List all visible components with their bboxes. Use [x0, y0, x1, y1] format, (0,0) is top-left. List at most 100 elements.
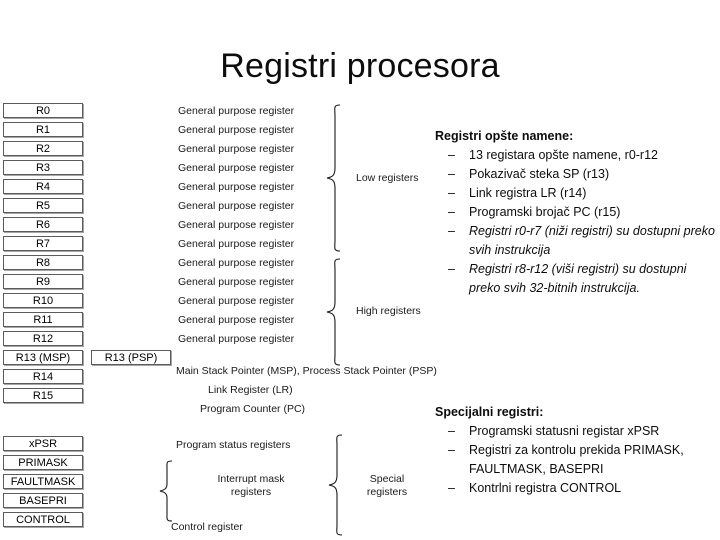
register-box-r7[interactable]: R7 [3, 236, 83, 251]
register-box-primask[interactable]: PRIMASK [3, 455, 83, 470]
register-box-r12[interactable]: R12 [3, 331, 83, 346]
register-box-column: R0 R1 R2 R3 R4 R5 R6 R7 R8 R9 R10 R11 R1… [3, 103, 183, 407]
bullet-dash-icon: – [448, 186, 455, 200]
register-box-r8[interactable]: R8 [3, 255, 83, 270]
program-status-registers-label: Program status registers [176, 439, 291, 451]
interrupt-mask-brace-icon [159, 460, 173, 522]
bullet-dash-icon: – [448, 148, 455, 162]
general-notes-item: – Pokazivač steka SP (r13) [420, 165, 720, 184]
register-box-r2[interactable]: R2 [3, 141, 83, 156]
general-notes-item-text: Pokazivač steka SP (r13) [469, 167, 610, 181]
register-row: R15 [3, 388, 183, 407]
register-row: FAULTMASK [3, 474, 183, 493]
bullet-dash-icon: – [448, 481, 455, 495]
register-box-r15[interactable]: R15 [3, 388, 83, 403]
register-row: BASEPRI [3, 493, 183, 512]
register-row: R3 [3, 160, 183, 179]
bullet-dash-icon: – [448, 167, 455, 181]
register-box-r13-psp[interactable]: R13 (PSP) [91, 350, 171, 365]
general-notes-item: – Registri r0-r7 (niži registri) su dost… [420, 222, 720, 260]
general-notes-item-text: Link registra LR (r14) [469, 186, 587, 200]
register-box-r9[interactable]: R9 [3, 274, 83, 289]
register-box-r14[interactable]: R14 [3, 369, 83, 384]
register-box-r5[interactable]: R5 [3, 198, 83, 213]
interrupt-mask-registers-label: Interrupt mask registers [217, 473, 285, 498]
general-notes-item-text: 13 registara opšte namene, r0-r12 [469, 148, 658, 162]
high-registers-label: High registers [356, 305, 421, 317]
register-box-r1[interactable]: R1 [3, 122, 83, 137]
bullet-dash-icon: – [448, 262, 455, 276]
register-row: R7 [3, 236, 183, 255]
register-description: General purpose register [178, 276, 295, 288]
register-box-r4[interactable]: R4 [3, 179, 83, 194]
high-registers-brace-icon [326, 258, 341, 366]
register-description: General purpose register [178, 181, 295, 193]
control-register-label: Control register [171, 521, 243, 533]
page-title: Registri procesora [220, 47, 500, 85]
bullet-dash-icon: – [448, 443, 455, 457]
register-row: R2 [3, 141, 183, 160]
register-row: R8 [3, 255, 183, 274]
general-notes-item: – Programski brojač PC (r15) [420, 203, 720, 222]
register-row: R1 [3, 122, 183, 141]
general-notes-item: – Link registra LR (r14) [420, 184, 720, 203]
program-counter-description: Program Counter (PC) [200, 403, 306, 415]
register-description: General purpose register [178, 143, 295, 155]
register-description: General purpose register [178, 295, 295, 307]
register-row: CONTROL [3, 512, 183, 531]
special-notes-item-text: Programski statusni registar xPSR [469, 424, 660, 438]
special-notes-item-text: Registri za kontrolu prekida PRIMASK, FA… [469, 443, 684, 476]
register-description: General purpose register [178, 105, 295, 117]
register-description: General purpose register [178, 200, 295, 212]
register-row: R12 [3, 331, 183, 350]
register-description: General purpose register [178, 333, 295, 345]
register-box-r0[interactable]: R0 [3, 103, 83, 118]
general-notes-item-text: Registri r8-r12 (viši registri) su dostu… [469, 262, 687, 295]
register-description: General purpose register [178, 124, 295, 136]
link-register-description: Link Register (LR) [208, 384, 293, 396]
bullet-dash-icon: – [448, 205, 455, 219]
register-row: R5 [3, 198, 183, 217]
register-row: R14 [3, 369, 183, 388]
register-description: General purpose register [178, 314, 295, 326]
register-box-r11[interactable]: R11 [3, 312, 83, 327]
register-description-column: General purpose register General purpose… [178, 103, 338, 350]
register-box-r6[interactable]: R6 [3, 217, 83, 232]
register-row: xPSR [3, 436, 183, 455]
register-description: General purpose register [178, 219, 295, 231]
register-row: R9 [3, 274, 183, 293]
register-box-r10[interactable]: R10 [3, 293, 83, 308]
general-notes-item: – Registri r8-r12 (viši registri) su dos… [420, 260, 720, 298]
general-notes-heading: Registri opšte namene: [435, 129, 574, 143]
general-notes-item-text: Programski brojač PC (r15) [469, 205, 621, 219]
low-registers-label: Low registers [356, 172, 419, 184]
special-notes-item: – Registri za kontrolu prekida PRIMASK, … [420, 441, 720, 479]
register-box-basepri[interactable]: BASEPRI [3, 493, 83, 508]
register-box-faultmask[interactable]: FAULTMASK [3, 474, 83, 489]
register-box-control[interactable]: CONTROL [3, 512, 83, 527]
register-box-xpsr[interactable]: xPSR [3, 436, 83, 451]
special-notes-item: – Kontrlni registra CONTROL [420, 479, 720, 498]
register-box-r3[interactable]: R3 [3, 160, 83, 175]
special-notes-heading: Specijalni registri: [435, 405, 544, 419]
register-row: PRIMASK [3, 455, 183, 474]
stack-pointer-description: Main Stack Pointer (MSP), Process Stack … [176, 365, 437, 377]
register-box-r13-msp[interactable]: R13 (MSP) [3, 350, 83, 365]
register-description: General purpose register [178, 257, 295, 269]
register-row: R13 (MSP) R13 (PSP) [3, 350, 183, 369]
low-registers-brace-icon [326, 104, 341, 252]
bullet-dash-icon: – [448, 224, 455, 238]
special-registers-group-label: Special registers [366, 473, 408, 498]
special-notes-item-text: Kontrlni registra CONTROL [469, 481, 622, 495]
special-register-box-column: xPSR PRIMASK FAULTMASK BASEPRI CONTROL [3, 436, 183, 531]
register-row: R6 [3, 217, 183, 236]
special-notes-item: – Programski statusni registar xPSR [420, 422, 720, 441]
pointer-description-column: Main Stack Pointer (MSP), Process Stack … [176, 363, 466, 420]
general-notes-item-text: Registri r0-r7 (niži registri) su dostup… [469, 224, 715, 257]
special-registers-brace-icon [328, 434, 343, 536]
register-row: R11 [3, 312, 183, 331]
general-registers-notes: Registri opšte namene: – 13 registara op… [420, 127, 720, 298]
register-description: General purpose register [178, 238, 295, 250]
general-notes-item: – 13 registara opšte namene, r0-r12 [420, 146, 720, 165]
special-registers-notes: Specijalni registri: – Programski status… [420, 403, 720, 498]
